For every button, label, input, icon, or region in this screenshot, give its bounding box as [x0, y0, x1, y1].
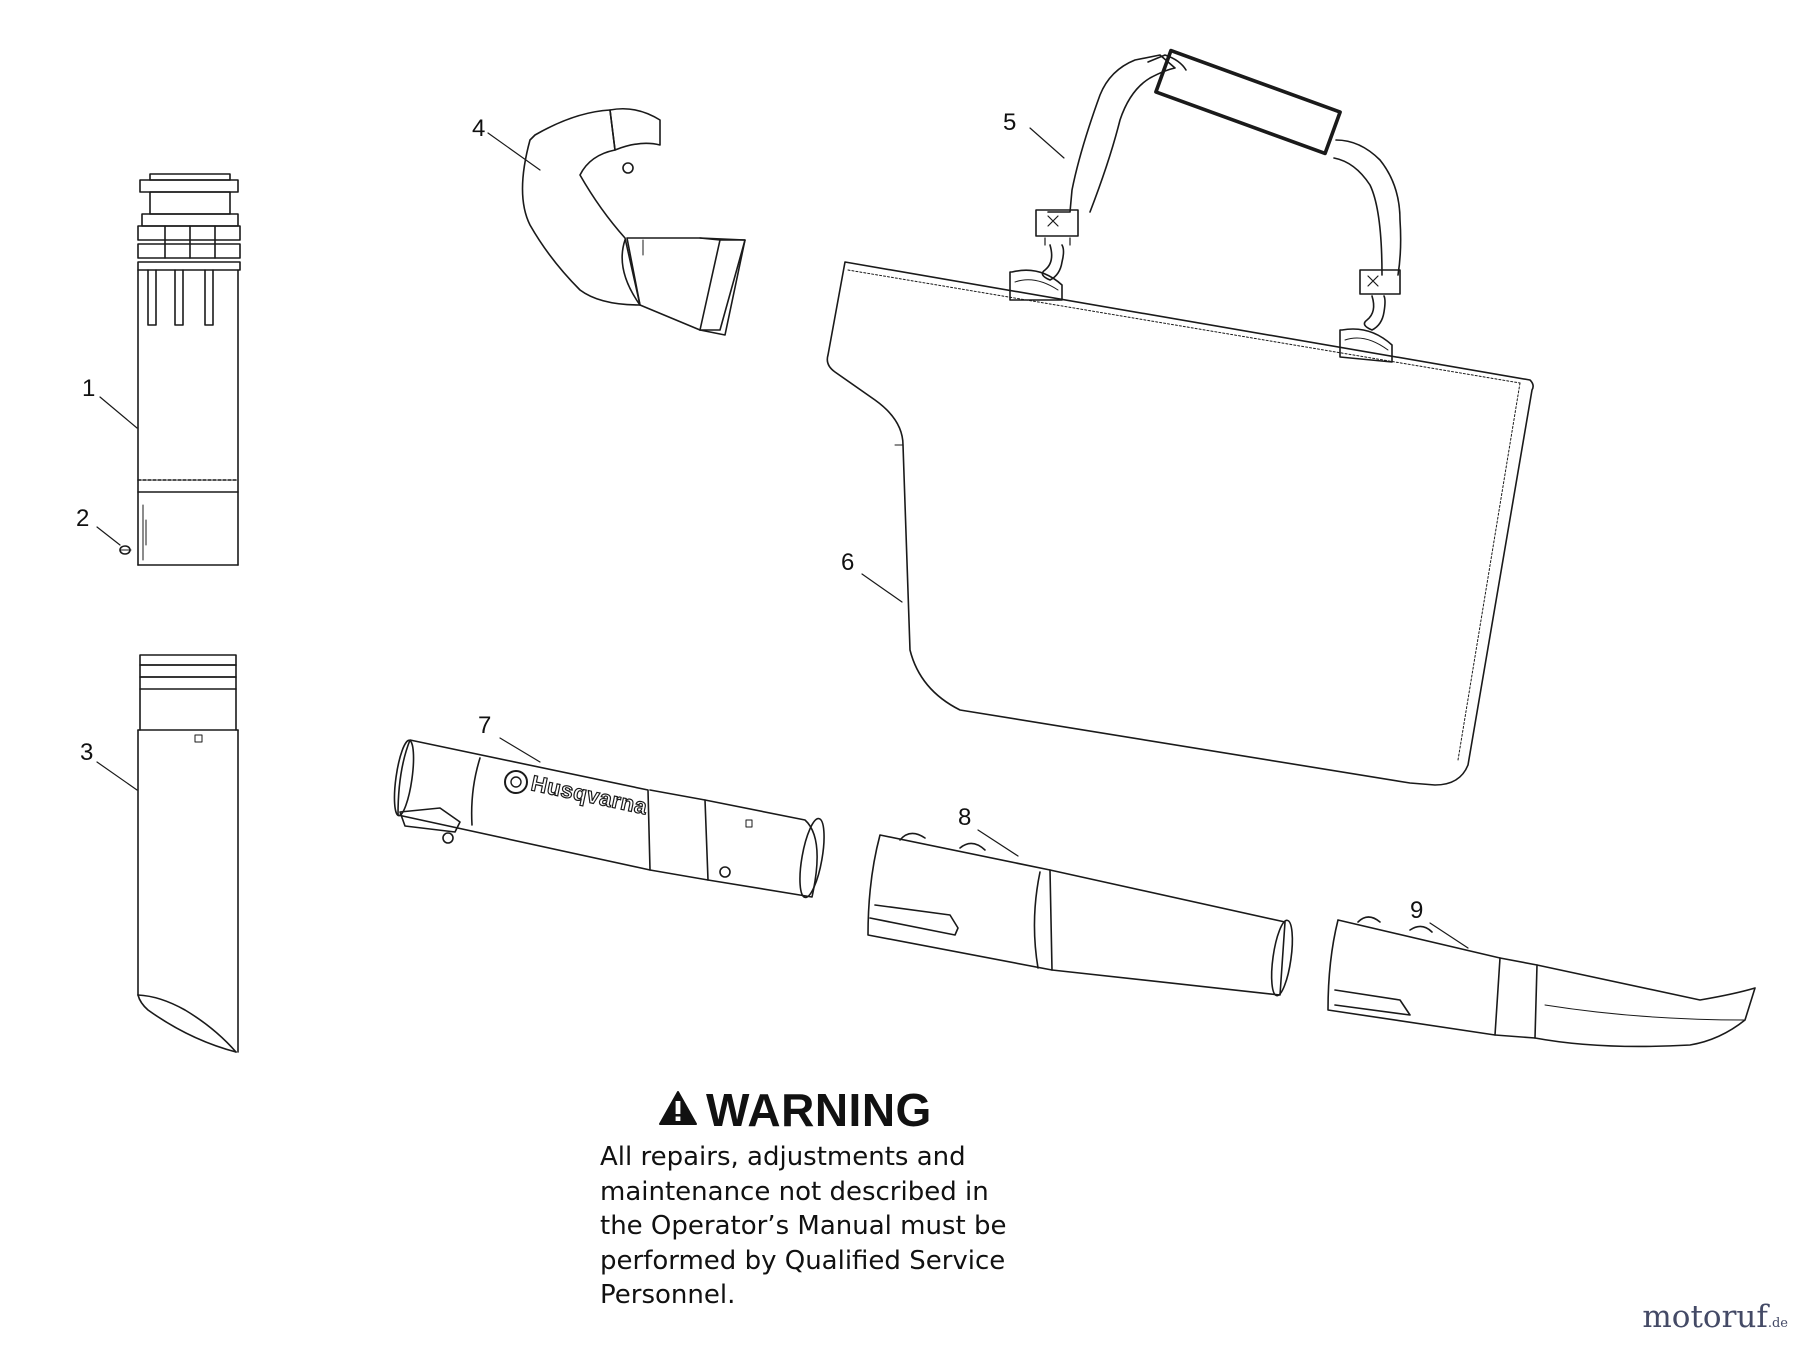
- part-2-screw: [119, 545, 132, 555]
- leader-7: [499, 737, 541, 763]
- leader-lines: [96, 127, 1469, 949]
- leader-4: [487, 132, 541, 171]
- callout-7: 7: [478, 712, 491, 739]
- part-7-logo-icon: [504, 770, 528, 794]
- callout-8: 8: [958, 804, 971, 831]
- callout-5: 5: [1003, 109, 1016, 136]
- part-4-elbow: [521, 107, 746, 336]
- leader-8: [977, 829, 1019, 857]
- watermark-text: motoruf: [1642, 1299, 1768, 1335]
- leader-3: [96, 761, 138, 791]
- watermark-logo: motoruf.de: [1642, 1299, 1788, 1335]
- part-9-flat-nozzle: [1327, 916, 1756, 1048]
- leader-1: [99, 396, 138, 429]
- warning-heading: WARNING: [658, 1084, 1080, 1136]
- part-8-extension-nozzle: [867, 832, 1294, 997]
- callout-1: 1: [82, 375, 95, 402]
- part-3-suction-tube-lower: [137, 654, 239, 1053]
- warning-line-2: maintenance not described in: [600, 1176, 989, 1207]
- leader-6: [861, 573, 903, 603]
- watermark-suffix: .de: [1767, 1316, 1788, 1331]
- part-6-collection-bag: [826, 261, 1534, 786]
- warning-triangle-icon: [658, 1083, 698, 1137]
- callout-6: 6: [841, 549, 854, 576]
- part-1-suction-tube-upper: [137, 173, 241, 566]
- warning-notice: WARNING All repairs, adjustments and mai…: [600, 1084, 1080, 1313]
- part-7-blower-tube: [393, 739, 825, 899]
- part-5-shoulder-strap: [1035, 48, 1402, 331]
- warning-line-4: performed by Qualified Service: [600, 1245, 1006, 1276]
- callout-3: 3: [80, 739, 93, 766]
- warning-line-1: All repairs, adjustments and: [600, 1142, 966, 1172]
- callout-2: 2: [76, 505, 89, 532]
- leader-9: [1429, 922, 1469, 949]
- leader-5: [1029, 127, 1065, 159]
- warning-text: All repairs, adjustments and maintenance…: [600, 1140, 1080, 1313]
- warning-line-3: the Operator’s Manual must be: [600, 1211, 1007, 1241]
- warning-title: WARNING: [706, 1084, 932, 1136]
- callout-4: 4: [472, 115, 485, 142]
- warning-line-5: Personnel.: [600, 1280, 736, 1310]
- leader-2: [96, 526, 121, 546]
- callout-9: 9: [1410, 897, 1423, 924]
